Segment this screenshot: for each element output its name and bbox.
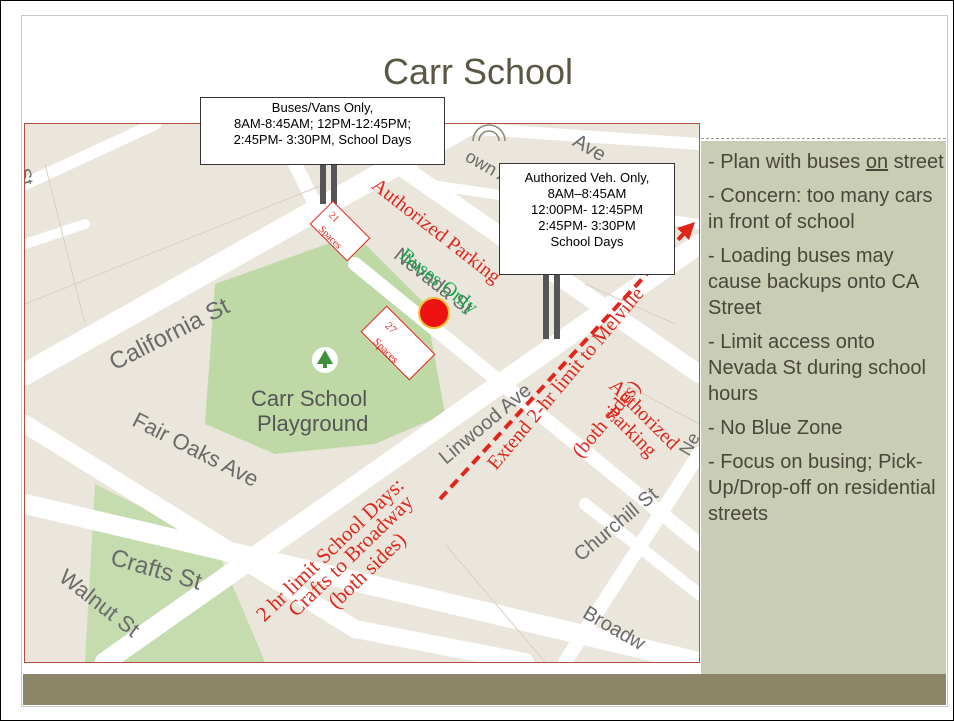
bullet-list: - Plan with buses on street - Concern: to… xyxy=(708,149,944,535)
bullet-text: - Concern: too many cars in front of sch… xyxy=(708,185,933,233)
callout-buses-line3: 2:45PM- 3:30PM, School Days xyxy=(233,132,412,147)
barrier-posts xyxy=(320,162,560,339)
bullet-item: - Limit access onto Nevada St during sch… xyxy=(708,329,944,407)
tree-icon xyxy=(312,347,338,373)
school-marker xyxy=(418,297,450,329)
bullet-panel xyxy=(701,141,946,674)
bullet-underlined-text: on xyxy=(865,151,889,173)
bullet-item: - Focus on busing; Pick-Up/Drop-off on r… xyxy=(708,449,944,527)
callout-authorized-line3: 12:00PM- 12:45PM xyxy=(530,202,643,217)
playground-label-line2: Playground xyxy=(257,411,369,436)
callout-authorized-line5: School Days xyxy=(550,234,624,249)
callout-authorized-line1: Authorized Veh. Only, xyxy=(524,170,650,185)
callout-buses-line1: Buses/Vans Only, xyxy=(271,100,374,115)
playground-label-line1: Carr School xyxy=(251,386,368,411)
street-map: California St Fair Oaks Ave Crafts St Wa… xyxy=(24,123,700,663)
extend-arrow-head xyxy=(677,222,695,240)
bullet-item: - No Blue Zone xyxy=(708,415,944,441)
footer-band xyxy=(23,674,946,705)
title-ornament-icon xyxy=(472,124,506,142)
bullet-text: - No Blue Zone xyxy=(708,417,843,439)
callout-buses-line2: 8AM-8:45AM; 12PM-12:45PM; xyxy=(233,116,412,131)
bullet-item: - Concern: too many cars in front of sch… xyxy=(708,183,944,235)
callout-authorized-vehicles: Authorized Veh. Only, 8AM–8:45AM 12:00PM… xyxy=(499,163,675,275)
spaces-27-box xyxy=(360,305,436,381)
spaces-21-box xyxy=(309,200,371,262)
callout-buses-vans-only: Buses/Vans Only, 8AM-8:45AM; 12PM-12:45P… xyxy=(200,97,445,165)
callout-authorized-line4: 2:45PM- 3:30PM xyxy=(538,218,636,233)
bullet-text-suffix: street xyxy=(888,151,944,173)
bullet-item: - Plan with buses on street xyxy=(708,149,944,175)
bullet-item: - Loading buses may cause backups onto C… xyxy=(708,243,944,321)
slide-frame xyxy=(21,15,948,707)
bullet-text: - Loading buses may cause backups onto C… xyxy=(708,245,919,319)
bullet-text: - Focus on busing; Pick-Up/Drop-off on r… xyxy=(708,451,936,525)
map-graphic xyxy=(25,124,699,662)
bullet-text: - Plan with buses xyxy=(708,151,866,173)
title-divider xyxy=(701,138,946,139)
slide-title: Carr School xyxy=(382,51,574,92)
callout-authorized-line2: 8AM–8:45AM xyxy=(547,186,627,201)
bullet-text: - Limit access onto Nevada St during sch… xyxy=(708,331,926,405)
